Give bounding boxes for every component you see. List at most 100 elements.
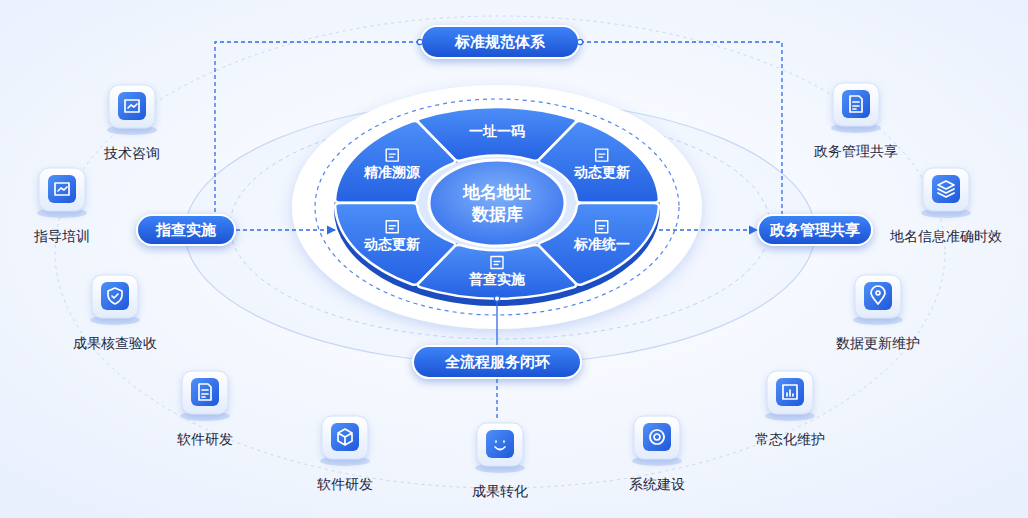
node-text: 全流程服务闭环 [445, 353, 550, 372]
tile-face [331, 423, 359, 451]
tile-face [864, 282, 892, 310]
tile-face [643, 423, 671, 451]
node-text: 系统建设 [597, 476, 717, 494]
tile-art [791, 81, 921, 137]
node-text: 政务管理共享 [770, 221, 860, 240]
tile-base [182, 371, 228, 414]
icon-glyph [55, 183, 69, 195]
connector [496, 299, 497, 345]
tile-art [440, 421, 560, 477]
segment-art [416, 244, 578, 299]
tile-base [855, 275, 901, 318]
tile-base [39, 168, 85, 211]
tile-art [813, 273, 943, 329]
node-text: 精准溯源 [342, 164, 442, 182]
icon-tile: 技术咨询 [72, 83, 192, 167]
tile-face [842, 90, 870, 118]
icon-tile: 成果转化 [440, 421, 560, 505]
tile-art [72, 83, 192, 139]
node-text: 政务管理共享 [791, 143, 921, 161]
connector [580, 42, 782, 214]
icon-glyph [491, 256, 503, 268]
tile-art [285, 414, 405, 470]
node-text: 指导培训 [7, 228, 117, 246]
connector [659, 229, 757, 230]
node-text: 地名信息准确时效 [876, 228, 1016, 246]
tile-face [48, 175, 76, 203]
tile-art [730, 369, 850, 425]
hub-shape [429, 160, 565, 246]
segment-shape [418, 245, 576, 299]
tile-face [932, 175, 960, 203]
tile-base [767, 371, 813, 414]
icon-glyph [783, 385, 797, 399]
node-text: 一址一码 [447, 123, 547, 141]
platform-disc [292, 85, 702, 329]
icon-glyph [871, 286, 885, 304]
platform-dashed-ring [315, 99, 679, 315]
icon-tile: 软件研发 [285, 414, 405, 498]
tile-base [109, 85, 155, 128]
tile-face [486, 430, 514, 458]
tile-art [597, 414, 717, 470]
node-text: 技术咨询 [72, 145, 192, 163]
tile-face [101, 282, 129, 310]
tile-face [191, 378, 219, 406]
connector [215, 42, 420, 214]
node-text: 普查实施 [447, 271, 547, 289]
outer-orbit [55, 16, 945, 488]
icon-glyph [199, 384, 211, 400]
icon-glyph [850, 96, 862, 112]
icon-tile: 政务管理共享 [791, 81, 921, 165]
node-text: 标准规范体系 [455, 33, 545, 52]
icon-tile: 常态化维护 [730, 369, 850, 453]
node-text: 常态化维护 [730, 431, 850, 449]
icon-glyph [108, 288, 122, 304]
icon-glyph [495, 441, 505, 450]
node-text: 成果转化 [440, 483, 560, 501]
ring-segment: 普查实施 [416, 244, 578, 299]
icon-glyph [125, 100, 139, 112]
icon-tile: 系统建设 [597, 414, 717, 498]
tile-art [145, 369, 265, 425]
icon-glyph [386, 149, 398, 161]
tile-art [50, 273, 180, 329]
node-text: 数据更新维护 [813, 335, 943, 353]
node-text: 软件研发 [285, 476, 405, 494]
tile-base [477, 423, 523, 466]
tile-face [118, 92, 146, 120]
tile-art [876, 166, 1016, 222]
node-text: 标准统一 [552, 236, 652, 254]
connector [236, 229, 335, 230]
icon-tile: 数据更新维护 [813, 273, 943, 357]
tile-base [322, 416, 368, 459]
node-text: 地名地址 数据库 [457, 181, 537, 225]
icon-glyph [650, 430, 664, 444]
edge-group [215, 42, 782, 421]
tile-art [7, 166, 117, 222]
tile-base [92, 275, 138, 318]
pill-label: 政务管理共享 [757, 214, 873, 246]
tile-face [776, 378, 804, 406]
icon-tile: 地名信息准确时效 [876, 166, 1016, 250]
node-text: 指查实施 [156, 221, 216, 240]
icon-tile: 软件研发 [145, 369, 265, 453]
segment-art [537, 120, 659, 203]
icon-tile: 指导培训 [7, 166, 117, 250]
node-text: 成果核查验收 [50, 335, 180, 353]
node-text: 动态更新 [552, 164, 652, 182]
pill-label: 全流程服务闭环 [412, 345, 582, 379]
icon-tile: 成果核查验收 [50, 273, 180, 357]
ring-segment: 动态更新 [537, 120, 659, 203]
tile-base [923, 168, 969, 211]
icon-glyph [938, 181, 954, 197]
icon-glyph [596, 221, 608, 233]
tile-base [833, 83, 879, 126]
node-text: 动态更新 [342, 236, 442, 254]
connector [496, 379, 497, 421]
icon-glyph [338, 429, 352, 445]
pill-label: 指查实施 [136, 214, 236, 246]
